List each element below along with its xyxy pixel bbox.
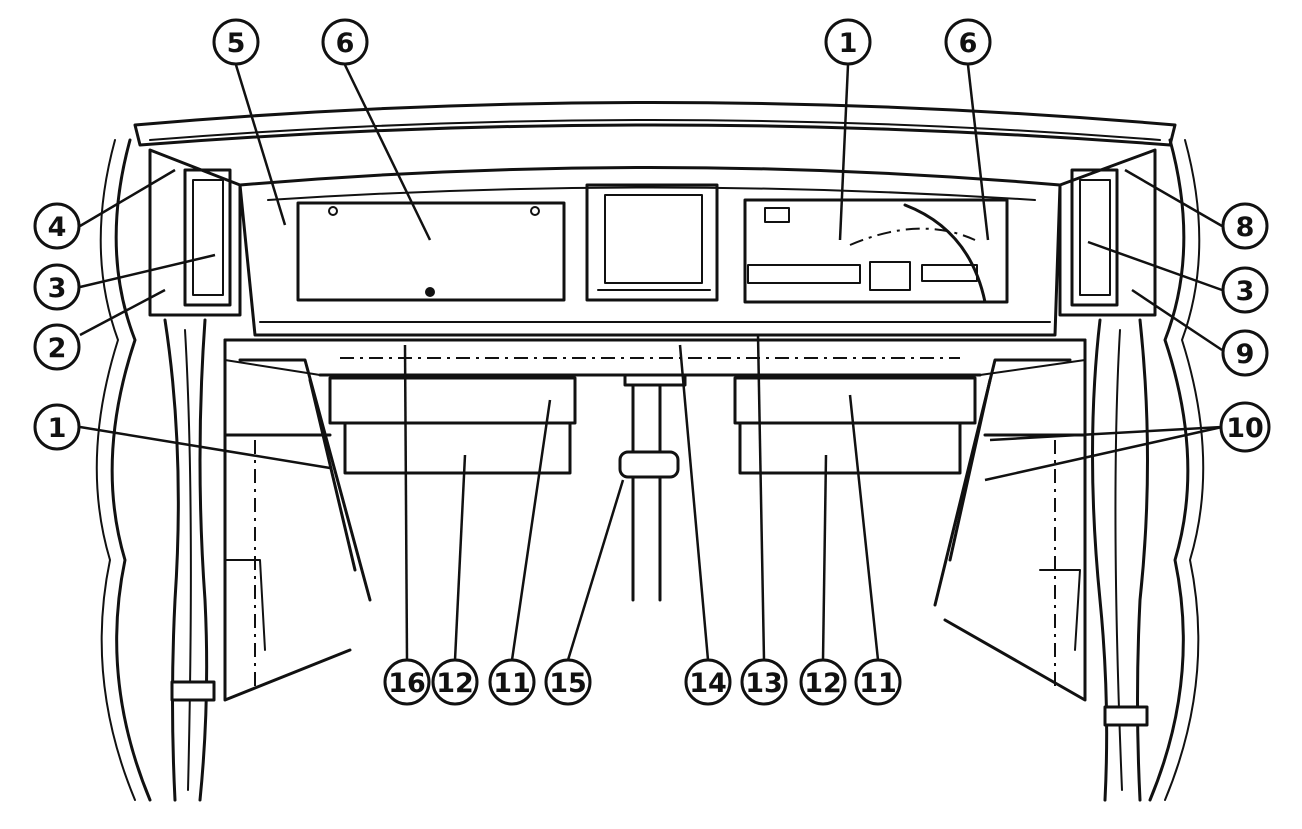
callout-9-right: 9: [1221, 329, 1269, 377]
left-sun-visor: [328, 376, 577, 475]
callout-label: 3: [48, 273, 67, 304]
callout-label: 9: [1236, 339, 1255, 370]
right-side-box: [1058, 148, 1157, 317]
callout-14-bottom: 14: [684, 658, 732, 706]
callout-label: 6: [336, 28, 355, 59]
callout-6-top-right: 6: [944, 18, 992, 66]
left-break-lines: [95, 138, 152, 802]
center-post: [618, 373, 687, 602]
callout-11-bottom-right: 11: [854, 658, 902, 706]
callout-3-left: 3: [33, 263, 81, 311]
callout-label: 8: [1236, 212, 1255, 243]
left-door-frame: [223, 338, 372, 702]
callout-10-right: 10: [1219, 401, 1271, 453]
callout-15-bottom: 15: [544, 658, 592, 706]
left-side-box: [148, 148, 242, 317]
overhead-console: [238, 166, 1062, 337]
right-door-frame: [933, 338, 1087, 702]
left-storage-panel: [296, 201, 566, 302]
callout-label: 6: [959, 28, 978, 59]
callout-label: 2: [48, 333, 67, 364]
callout-6-top-left: 6: [321, 18, 369, 66]
callout-label: 11: [493, 668, 531, 699]
callout-12-bottom-left: 12: [431, 658, 479, 706]
callout-13-bottom: 13: [740, 658, 788, 706]
callout-label: 12: [436, 668, 474, 699]
callout-label: 5: [227, 28, 246, 59]
callout-2-left: 2: [33, 323, 81, 371]
callout-4-left: 4: [33, 202, 81, 250]
callout-1-left: 1: [33, 403, 81, 451]
right-sun-visor: [733, 376, 977, 475]
callout-label: 1: [48, 413, 67, 444]
callout-1-top: 1: [824, 18, 872, 66]
roof-panel: [133, 101, 1177, 147]
callout-8-right: 8: [1221, 202, 1269, 250]
callout-5-top: 5: [212, 18, 260, 66]
center-monitor: [585, 183, 719, 302]
callout-label: 4: [48, 212, 67, 243]
right-break-lines: [1148, 138, 1205, 802]
left-curtain: [163, 318, 216, 802]
callout-label: 3: [1236, 276, 1255, 307]
callout-label: 14: [689, 668, 727, 699]
callout-3-right: 3: [1221, 266, 1269, 314]
callout-label: 16: [388, 668, 426, 699]
visor-rail: [223, 338, 1087, 377]
callout-12-bottom-right: 12: [799, 658, 847, 706]
leader-lines: [79, 64, 1223, 661]
right-curtain: [1091, 318, 1149, 802]
callout-label: 11: [859, 668, 897, 699]
callout-label: 13: [745, 668, 783, 699]
callout-label: 1: [839, 28, 858, 59]
callout-11-bottom-left: 11: [488, 658, 536, 706]
callout-16-bottom: 16: [383, 658, 431, 706]
callout-label: 12: [804, 668, 842, 699]
callout-label: 15: [549, 668, 587, 699]
callout-label: 10: [1226, 413, 1264, 444]
right-electronics-panel: [743, 198, 1009, 304]
